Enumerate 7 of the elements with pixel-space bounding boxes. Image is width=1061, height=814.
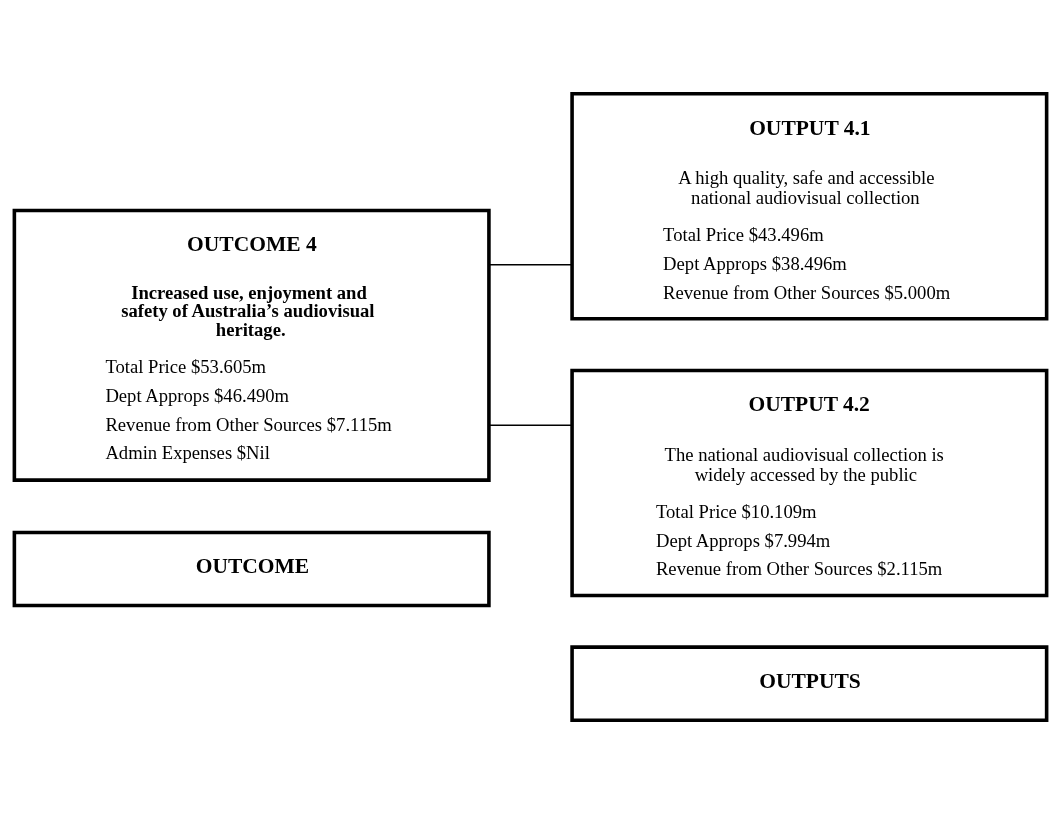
node-box: OUTCOME <box>12 530 491 608</box>
node-box: OUTPUT 4.1 A high quality, safe and accessible national audiovisual collection Total Price $43.496m Dept Approps $38.496m Revenue from Other Sources $5.000m <box>570 91 1049 321</box>
node-box: OUTCOME 4 Increased use, enjoyment and safety of Australia’s audiovisual heritage. Total Price $53.605m Dept Approps $46.490m Revenue from Other Sources $7.115m Admin Expenses $Nil <box>12 208 491 482</box>
connector <box>488 264 573 266</box>
node-box: OUTPUT 4.2 The national audiovisual collection is widely accessed by the public Total Price $10.109m Dept Approps $7.994m Revenue from Other Sources $2.115m <box>570 368 1049 598</box>
node-box: OUTPUTS <box>570 645 1049 723</box>
connector <box>488 424 573 426</box>
